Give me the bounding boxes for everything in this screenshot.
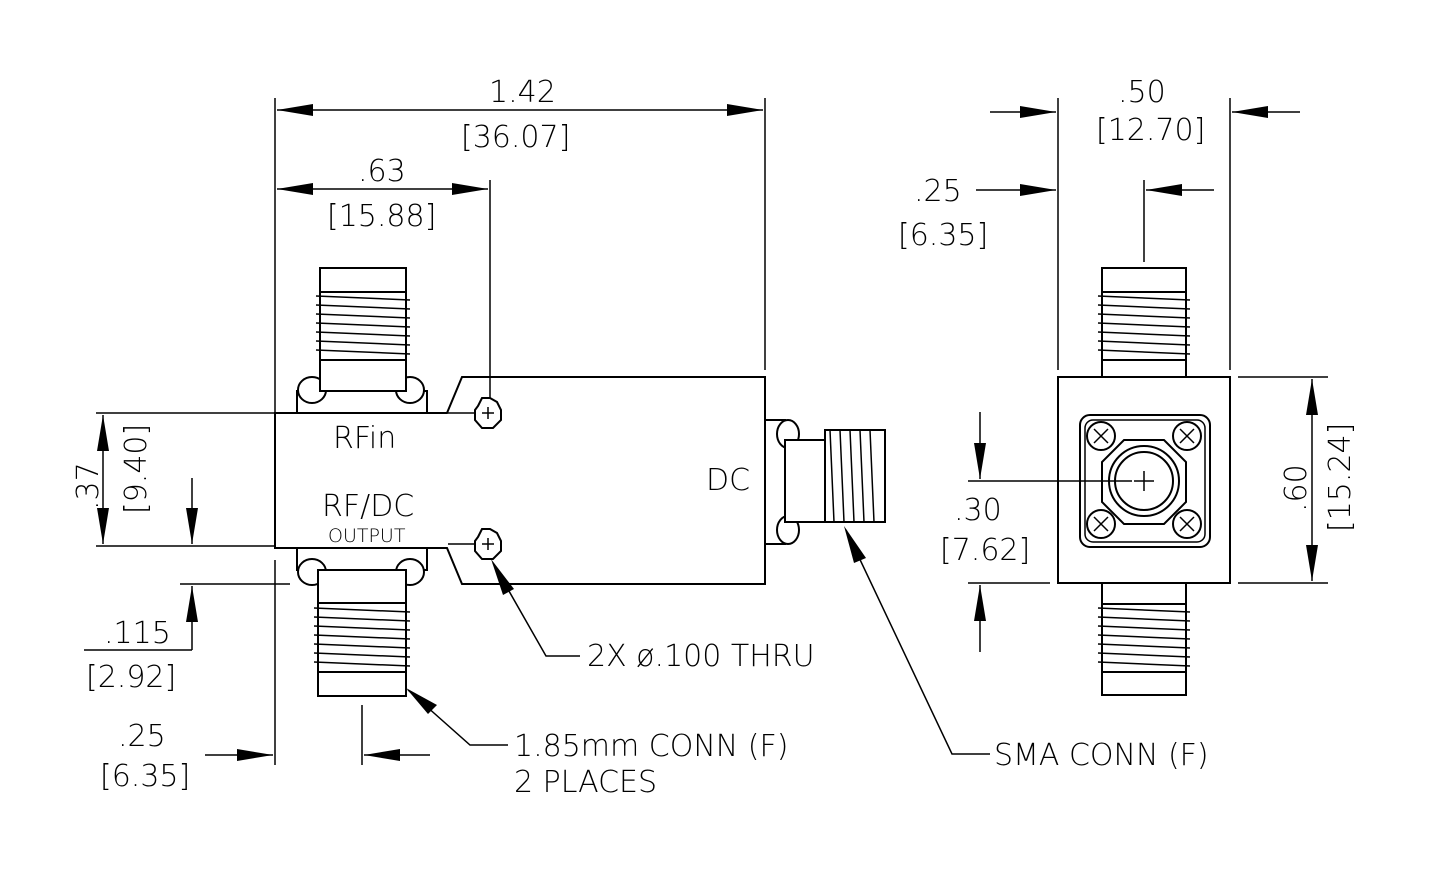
svg-text:.25: .25: [914, 174, 962, 209]
rf-in-label: RFin: [333, 421, 396, 456]
top-185mm-connector: [296, 267, 428, 414]
dim-port-spacing: .37 [9.40]: [71, 415, 154, 544]
svg-text:[2.92]: [2.92]: [86, 660, 176, 695]
svg-text:[6.35]: [6.35]: [898, 218, 988, 253]
side-bottom-connector: [1097, 582, 1191, 696]
bottom-185mm-connector: [296, 547, 428, 697]
callout-holes: 2X ø.100 THRU: [587, 639, 815, 674]
dim-side-half-width: .25 [6.35]: [898, 174, 1214, 253]
svg-text:[12.70]: [12.70]: [1096, 113, 1205, 148]
dim-overall-length: 1.42 [36.07]: [277, 75, 763, 155]
svg-text:1.42: 1.42: [489, 75, 556, 110]
callout-185mm-line1: 1.85mm CONN (F): [514, 729, 788, 764]
svg-text:[15.24]: [15.24]: [1323, 423, 1358, 532]
leader-holes: 2X ø.100 THRU: [491, 559, 815, 674]
svg-text:[9.40]: [9.40]: [119, 424, 154, 514]
side-view: .50 [12.70] .25 [6.35] .60 [15.24] .30 […: [898, 75, 1358, 696]
leader-185mm: 1.85mm CONN (F) 2 PLACES: [406, 688, 788, 800]
svg-text:.63: .63: [358, 154, 406, 189]
rf-dc-label: RF/DC: [322, 489, 414, 524]
sma-connector: [764, 419, 886, 545]
dim-bottom-offset: .115 [2.92]: [84, 478, 290, 695]
side-top-connector: [1097, 267, 1191, 378]
svg-text:.37: .37: [71, 462, 106, 510]
svg-text:.50: .50: [1118, 75, 1166, 110]
mounting-hole-top: [448, 397, 502, 429]
dim-conn-offset: .25 [6.35]: [100, 719, 430, 794]
dc-label: DC: [706, 463, 750, 498]
svg-text:[6.35]: [6.35]: [100, 759, 190, 794]
svg-text:[7.62]: [7.62]: [940, 533, 1030, 568]
dim-side-height: .60 [15.24]: [1279, 379, 1358, 581]
svg-text:.25: .25: [118, 719, 166, 754]
svg-text:.30: .30: [954, 493, 1002, 528]
dim-side-width: .50 [12.70]: [990, 75, 1300, 148]
dim-side-center: .30 [7.62]: [940, 412, 1050, 652]
svg-text:[36.07]: [36.07]: [461, 120, 570, 155]
callout-sma: SMA CONN (F): [994, 738, 1209, 773]
svg-text:[15.88]: [15.88]: [327, 199, 436, 234]
callout-185mm-line2: 2 PLACES: [514, 765, 657, 800]
mounting-hole-bottom: [448, 528, 502, 560]
svg-text:.115: .115: [104, 616, 171, 651]
dim-hole-offset: .63 [15.88]: [277, 154, 488, 234]
leader-sma: SMA CONN (F): [844, 526, 1209, 773]
output-label: OUTPUT: [328, 525, 406, 547]
svg-text:.60: .60: [1279, 464, 1314, 512]
front-view: RFin RF/DC OUTPUT DC 1.42 [36.07] .63 [1…: [71, 75, 1209, 800]
